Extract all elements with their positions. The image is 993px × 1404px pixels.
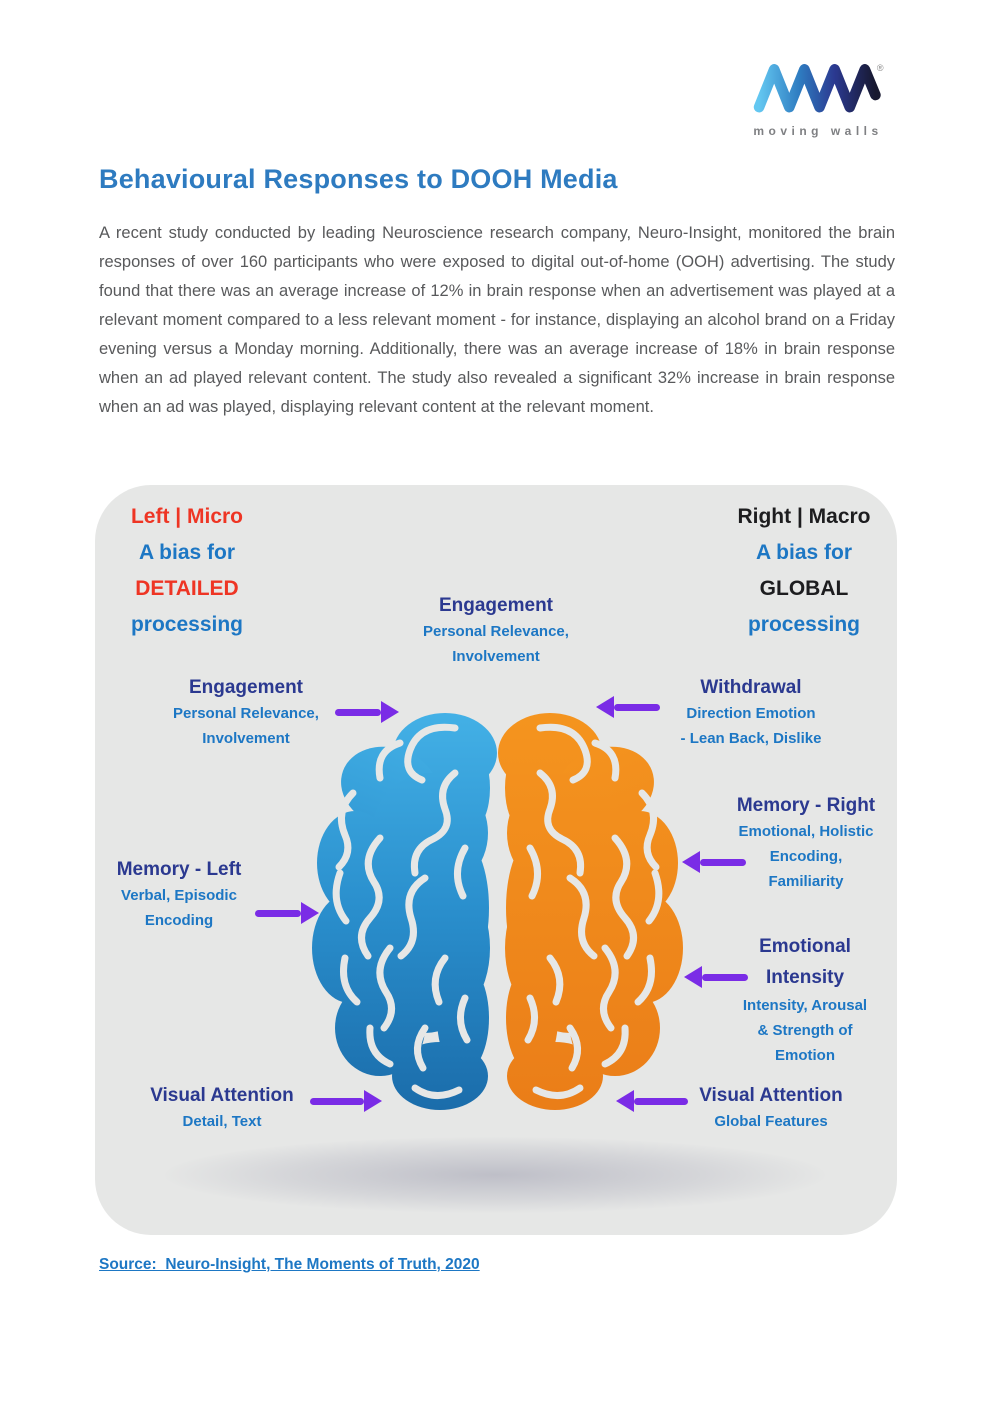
label-sub-line: Emotional, Holistic xyxy=(738,823,874,840)
label-sub-line: Verbal, Episodic xyxy=(121,887,237,904)
arrow-right-icon xyxy=(255,902,319,924)
label-title: Visual Attention xyxy=(699,1085,843,1106)
label-sub-line: Personal Relevance, xyxy=(173,705,319,722)
left-hemisphere xyxy=(312,713,497,1110)
header-line: DETAILED xyxy=(135,577,239,600)
label-sub-line: Encoding xyxy=(144,912,214,929)
label-title: Memory - Left xyxy=(116,859,242,880)
brain-infographic-panel: Left | Micro A bias for DETAILED process… xyxy=(95,485,897,1235)
label-title: Engagement xyxy=(188,677,304,698)
arrow-right-icon xyxy=(310,1090,382,1112)
label-sub-line: Involvement xyxy=(202,730,290,747)
registered-mark: ® xyxy=(877,63,884,73)
label-sub-line: Intensity, Arousal xyxy=(742,997,868,1014)
header-line: processing xyxy=(747,613,861,636)
arrow-left-icon xyxy=(682,851,746,873)
label-visual-attention-left: Visual Attention Detail, Text xyxy=(132,1083,312,1134)
label-sub-line: Emotion xyxy=(775,1047,835,1064)
label-sub-line: Global Features xyxy=(714,1113,828,1130)
label-sub-line: Encoding, xyxy=(769,848,843,865)
label-sub-line: Involvement xyxy=(452,648,540,665)
label-engagement-center: Engagement Personal Relevance, Involveme… xyxy=(411,593,581,669)
moving-walls-logo: ® moving walls xyxy=(750,56,886,138)
header-line: Right | Macro xyxy=(737,505,871,528)
label-engagement-left: Engagement Personal Relevance, Involveme… xyxy=(161,675,331,751)
arrow-left-icon xyxy=(616,1090,688,1112)
intro-paragraph: A recent study conducted by leading Neur… xyxy=(99,224,895,416)
brain-illustration xyxy=(312,713,683,1110)
arrow-left-icon xyxy=(596,696,660,718)
header-line: A bias for xyxy=(138,541,236,564)
right-hemisphere xyxy=(498,713,683,1110)
source-link[interactable]: Source: Neuro-Insight, The Moments of Tr… xyxy=(99,1256,480,1273)
label-title: Engagement xyxy=(438,595,554,616)
label-memory-right: Memory - Right Emotional, Holistic Encod… xyxy=(711,793,901,894)
label-visual-attention-right: Visual Attention Global Features xyxy=(681,1083,861,1134)
label-withdrawal: Withdrawal Direction Emotion - Lean Back… xyxy=(656,675,846,751)
label-title: Memory - Right xyxy=(736,795,876,816)
mw-logo-mark: ® xyxy=(753,63,884,113)
label-sub-line: Personal Relevance, xyxy=(423,623,569,640)
label-sub-line: & Strength of xyxy=(757,1022,853,1039)
arrow-right-icon xyxy=(335,701,399,723)
label-title: Withdrawal xyxy=(700,677,802,698)
logo-tagline: moving walls xyxy=(753,124,883,138)
label-title: Emotional Intensity xyxy=(759,936,851,988)
header-line: Left | Micro xyxy=(130,505,244,528)
brain-shadow xyxy=(165,1137,825,1213)
label-sub-line: Direction Emotion xyxy=(686,705,816,722)
label-sub-line: Familiarity xyxy=(768,873,844,890)
arrow-left-icon xyxy=(684,966,748,988)
label-sub-line: - Lean Back, Dislike xyxy=(680,730,822,747)
label-memory-left: Memory - Left Verbal, Episodic Encoding xyxy=(95,857,263,933)
header-line: GLOBAL xyxy=(759,577,849,600)
left-hemisphere-header: Left | Micro A bias for DETAILED process… xyxy=(103,499,271,643)
right-hemisphere-header: Right | Macro A bias for GLOBAL processi… xyxy=(719,499,889,643)
label-emotional-intensity: Emotional Intensity Intensity, Arousal &… xyxy=(715,931,895,1068)
page-title: Behavioural Responses to DOOH Media xyxy=(99,164,618,194)
header-line: processing xyxy=(130,613,244,636)
header-line: A bias for xyxy=(755,541,853,564)
label-title: Visual Attention xyxy=(150,1085,294,1106)
label-sub-line: Detail, Text xyxy=(182,1113,262,1130)
